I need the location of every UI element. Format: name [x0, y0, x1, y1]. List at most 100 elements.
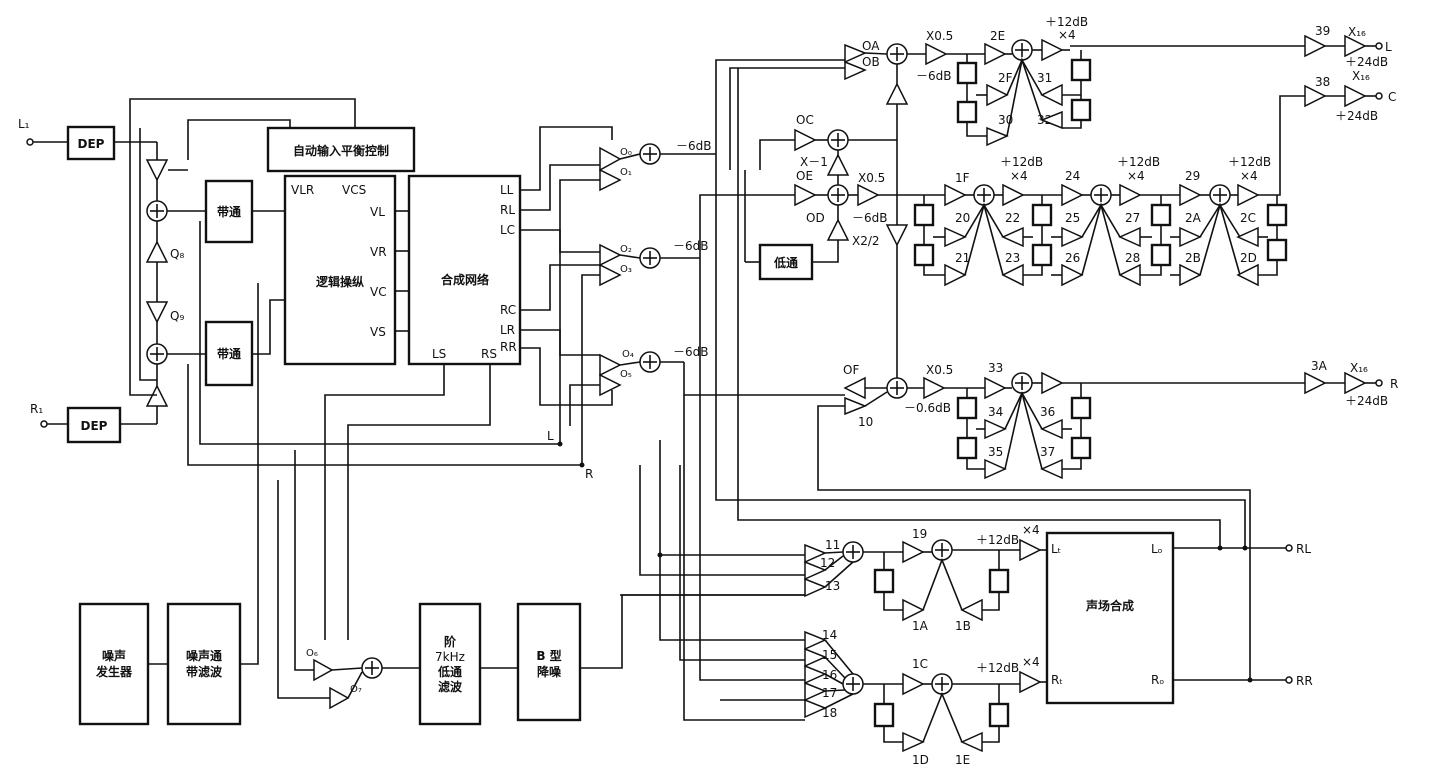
x4-sl: ×4: [1022, 523, 1040, 537]
amp-29: [1179, 183, 1202, 207]
amp-2C-label: 2C: [1240, 211, 1256, 225]
filter-box-r4: [1070, 436, 1092, 460]
od-label: OD: [806, 211, 825, 225]
bandpass-label-bottom: 带通: [217, 346, 241, 361]
lpf-line4: 滤波: [438, 679, 463, 694]
amp-x4-c1: [1002, 183, 1025, 207]
amp-x4-c3: [1237, 183, 1260, 207]
amp-x05-c: [857, 183, 880, 207]
noise-gen-line2: 发生器: [95, 664, 133, 679]
p12db-l: ＋12dB: [1045, 15, 1088, 29]
x4-c2: ×4: [1127, 169, 1145, 183]
amp-23-label: 23: [1005, 251, 1020, 265]
noise-gen-line1: 噪声: [102, 648, 126, 663]
amp-1B: [960, 598, 983, 622]
amp-34: [984, 418, 1007, 440]
node-r-label: R: [585, 467, 593, 481]
amp-1F: [944, 183, 967, 207]
amp-14: [804, 630, 827, 651]
vl-label: VL: [370, 205, 385, 219]
amp-x4-sr: [1019, 670, 1042, 694]
amp-x05-r: [923, 376, 946, 400]
amp-1E: [960, 731, 983, 753]
lpf-line2: 7kHz: [435, 650, 465, 664]
surround-section: 噪声 发生器 噪声通 带滤波 O₆ O₇ 阶 7kHz 低通 滤波 B 型 降噪: [78, 283, 805, 726]
amp-ob: [844, 60, 867, 81]
bandpass-label-top: 带通: [217, 204, 241, 219]
o1-label: O₁: [620, 167, 632, 178]
amp-10: [844, 396, 868, 416]
x16-r: X₁₆: [1350, 361, 1368, 375]
x-1-label: X－1: [800, 155, 828, 169]
x05-l: X0.5: [926, 29, 953, 43]
amp-1B-label: 1B: [955, 619, 971, 633]
auto-balance-block: [266, 126, 416, 173]
noise-bp-line2: 带滤波: [186, 664, 223, 679]
amp-18: [804, 698, 827, 719]
amp-34-label: 34: [988, 405, 1003, 419]
dep-label-r: DEP: [81, 419, 108, 433]
amp-21-label: 21: [955, 251, 970, 265]
minus6db-2: －6dB: [673, 239, 709, 253]
vlr-label: VLR: [291, 183, 314, 197]
amp-oc: [794, 128, 817, 152]
amp-28: [1118, 263, 1141, 287]
o2-label: O₂: [620, 244, 632, 255]
amp-1E-label: 1E: [955, 753, 970, 767]
filter-box-c5: [1150, 203, 1172, 227]
filter-box-s2: [988, 568, 1010, 594]
filter-box-r2: [956, 436, 978, 460]
x16-c: X₁₆: [1352, 69, 1370, 83]
ll-label: LL: [500, 183, 514, 197]
amp-39: [1304, 34, 1327, 58]
amp-20-label: 20: [955, 211, 970, 225]
matrix-label: 合成网络: [441, 272, 489, 287]
right-channel: OF 10 X0.5 －0.6dB 33 34 35 36: [683, 359, 1398, 680]
amp-1A-label: 1A: [912, 619, 929, 633]
p12db-sr: ＋12dB: [976, 661, 1019, 675]
logic-steering-block: [283, 174, 397, 366]
amp-o3: [599, 263, 622, 287]
input-r-terminal: [40, 420, 48, 428]
amp-oe: [794, 183, 817, 207]
amp-35-label: 35: [988, 445, 1003, 459]
amp-24: [1061, 183, 1084, 207]
surround-output-section: 11 12 13 19 ＋12dB ×4 1A 1B: [620, 68, 1313, 767]
amp-31-label: 31: [1037, 71, 1052, 85]
amp-17-label: 17: [822, 686, 837, 700]
matrix-block: [407, 174, 522, 366]
m6db-l: －6dB: [916, 69, 952, 83]
amp-2D-label: 2D: [1240, 251, 1257, 265]
q8-label: Q₈: [170, 247, 184, 261]
input-r-label: R₁: [30, 402, 43, 416]
dep-block-r: [66, 406, 122, 444]
amp-30: [986, 126, 1009, 147]
amp-o5: [599, 373, 622, 397]
amp-1C-label: 1C: [912, 657, 928, 671]
amp-33-label: 33: [988, 361, 1003, 375]
output-rl-terminal: [1285, 544, 1293, 552]
amp-x4-c2: [1119, 183, 1142, 207]
lowpass-label: 低通: [773, 255, 798, 270]
x4-c1: ×4: [1010, 169, 1028, 183]
auto-balance-label: 自动输入平衡控制: [293, 143, 389, 158]
input-l-label: L₁: [18, 117, 30, 131]
matrix-output-stage: O₀ O₁ －6dB O₂ O₃ －6dB O₄ O₅ －6dB: [520, 126, 716, 426]
filter-box-s4: [988, 702, 1010, 728]
noise-bandpass-block: [166, 602, 242, 726]
amp-31: [1040, 83, 1063, 107]
vs-label: VS: [370, 325, 386, 339]
amp-q9: [145, 301, 169, 324]
amp-o6: [313, 658, 334, 682]
filter-box-c3: [1031, 203, 1053, 227]
ro-label: Rₒ: [1151, 673, 1164, 687]
rl-label: RL: [500, 203, 515, 217]
filter-box-c6: [1150, 243, 1172, 267]
amp-25: [1061, 226, 1084, 248]
lpf-line1: 阶: [444, 634, 457, 649]
of-label: OF: [843, 363, 859, 377]
amp-22: [1001, 226, 1024, 248]
amp-27: [1118, 226, 1141, 248]
amp-17: [804, 681, 827, 702]
amp-19-label: 19: [912, 527, 927, 541]
